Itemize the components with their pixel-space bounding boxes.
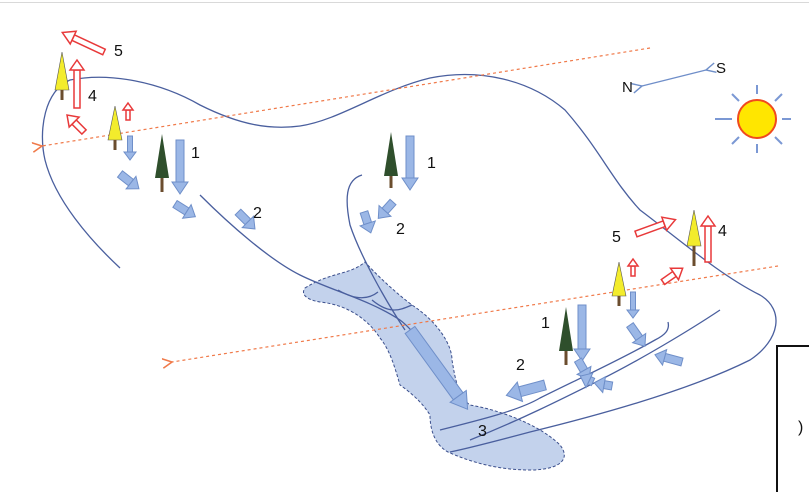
label-mid-1: 1 bbox=[427, 155, 436, 172]
valley-flow-arrow bbox=[404, 325, 469, 411]
middle-ridge-line bbox=[346, 174, 406, 331]
label-right-4: 4 bbox=[718, 223, 727, 240]
blue-arrows bbox=[116, 135, 684, 403]
blue-arrow-middle-diag bbox=[377, 198, 397, 219]
upper-orange-section-line bbox=[42, 47, 651, 146]
valley-fork-right bbox=[371, 299, 413, 311]
dark-tree-icon-middle bbox=[384, 132, 398, 188]
red-arrow-left-diag bbox=[66, 114, 88, 136]
blue-arrow-middle-2 bbox=[358, 210, 377, 234]
blue-arrow-left-small bbox=[123, 135, 137, 161]
yellow-tree-icon-left-top bbox=[54, 51, 70, 100]
label-bottom-3: 3 bbox=[478, 423, 487, 440]
compass-arrow-icon bbox=[642, 70, 706, 86]
red-arrow-right-4 bbox=[699, 214, 717, 263]
compass-north-label: N bbox=[622, 79, 633, 96]
blue-arrow-right-diag-3 bbox=[654, 348, 684, 367]
label-left-5: 5 bbox=[114, 43, 123, 60]
blue-arrow-left-1 bbox=[171, 139, 189, 195]
red-arrow-right-diag bbox=[660, 267, 684, 286]
blue-arrow-right-diag-5 bbox=[579, 372, 596, 389]
blue-arrow-left-diag-2 bbox=[172, 199, 197, 219]
label-left-2: 2 bbox=[253, 205, 262, 222]
valley-fork-left bbox=[337, 289, 379, 299]
red-arrow-right-small bbox=[626, 257, 640, 277]
red-arrow-right-5 bbox=[634, 216, 677, 238]
label-left-1: 1 bbox=[191, 145, 200, 162]
blue-arrow-right-diag-1 bbox=[626, 322, 647, 347]
yellow-tree-icon-right bbox=[611, 261, 627, 306]
blue-arrow-right-diag-4 bbox=[593, 375, 614, 394]
compass-south-label: S bbox=[716, 60, 726, 77]
lower-orange-section-line bbox=[172, 265, 779, 362]
corner-glyph: ) bbox=[798, 419, 804, 436]
yellow-tree-icon-left bbox=[107, 105, 123, 150]
label-right-5: 5 bbox=[612, 229, 621, 246]
label-right-1: 1 bbox=[541, 315, 550, 332]
dark-tree-icon-left bbox=[155, 134, 169, 192]
sun-icon bbox=[715, 85, 791, 153]
top-border-line bbox=[0, 2, 809, 3]
red-arrows bbox=[60, 30, 717, 286]
label-mid-2: 2 bbox=[396, 221, 405, 238]
dark-tree-icon-right bbox=[559, 307, 573, 365]
left-ridge-outline bbox=[41, 73, 777, 453]
blue-arrow-right-small bbox=[626, 291, 640, 319]
red-arrow-left-5 bbox=[60, 30, 107, 56]
compass: N S bbox=[622, 60, 726, 96]
red-arrow-left-4 bbox=[68, 58, 86, 109]
blue-arrow-middle-1 bbox=[401, 135, 419, 191]
blue-arrow-right-1 bbox=[573, 304, 591, 362]
blue-arrow-right-2 bbox=[505, 379, 547, 403]
blue-arrow-left-diag-1 bbox=[116, 170, 140, 190]
label-left-4: 4 bbox=[88, 88, 97, 105]
yellow-tree-icon-right-top bbox=[686, 209, 702, 266]
label-right-2: 2 bbox=[516, 357, 525, 374]
red-arrow-left-small bbox=[121, 101, 135, 121]
terrain-lines bbox=[41, 73, 777, 453]
corner-frame: ) bbox=[776, 345, 809, 492]
blue-arrow-left-2 bbox=[234, 208, 256, 230]
